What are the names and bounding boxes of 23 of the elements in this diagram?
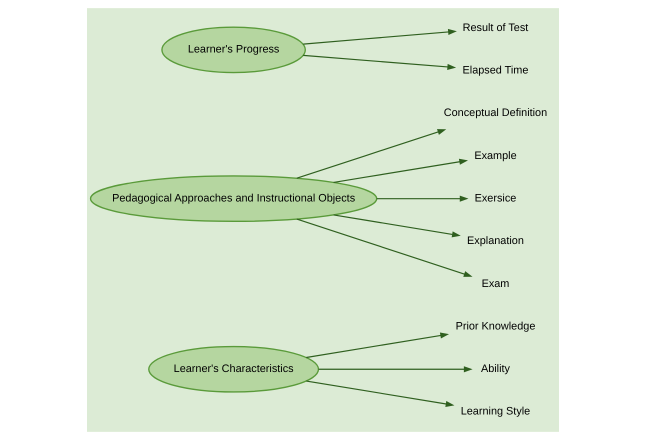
arrow <box>306 332 450 358</box>
node-text: Explanation <box>467 235 524 248</box>
arrow <box>306 380 454 407</box>
node-text: Prior Knowledge <box>456 320 536 332</box>
node-text: Example <box>474 150 517 162</box>
node-ellipse: Learner's Characteristics <box>148 346 320 393</box>
node-ellipse: Learner's Progress <box>161 26 306 74</box>
arrow <box>296 129 446 179</box>
node-ellipse: Pedagogical Approaches and Instructional Objects <box>90 175 378 222</box>
node-text: Ability <box>480 363 510 376</box>
arrow <box>318 366 473 372</box>
node-text: Result of Test <box>462 22 528 34</box>
node-text: Exersice <box>474 192 516 204</box>
node-text: Elapsed Time <box>462 64 528 77</box>
node-text: Learning Style <box>460 406 530 418</box>
arrow <box>303 54 456 70</box>
arrow <box>303 28 457 45</box>
node-text: Exam <box>482 278 510 290</box>
arrow <box>296 218 473 277</box>
arrow <box>376 196 468 202</box>
node-text: Conceptual Definition <box>444 107 548 120</box>
arrow <box>333 214 461 238</box>
arrow <box>333 158 468 184</box>
